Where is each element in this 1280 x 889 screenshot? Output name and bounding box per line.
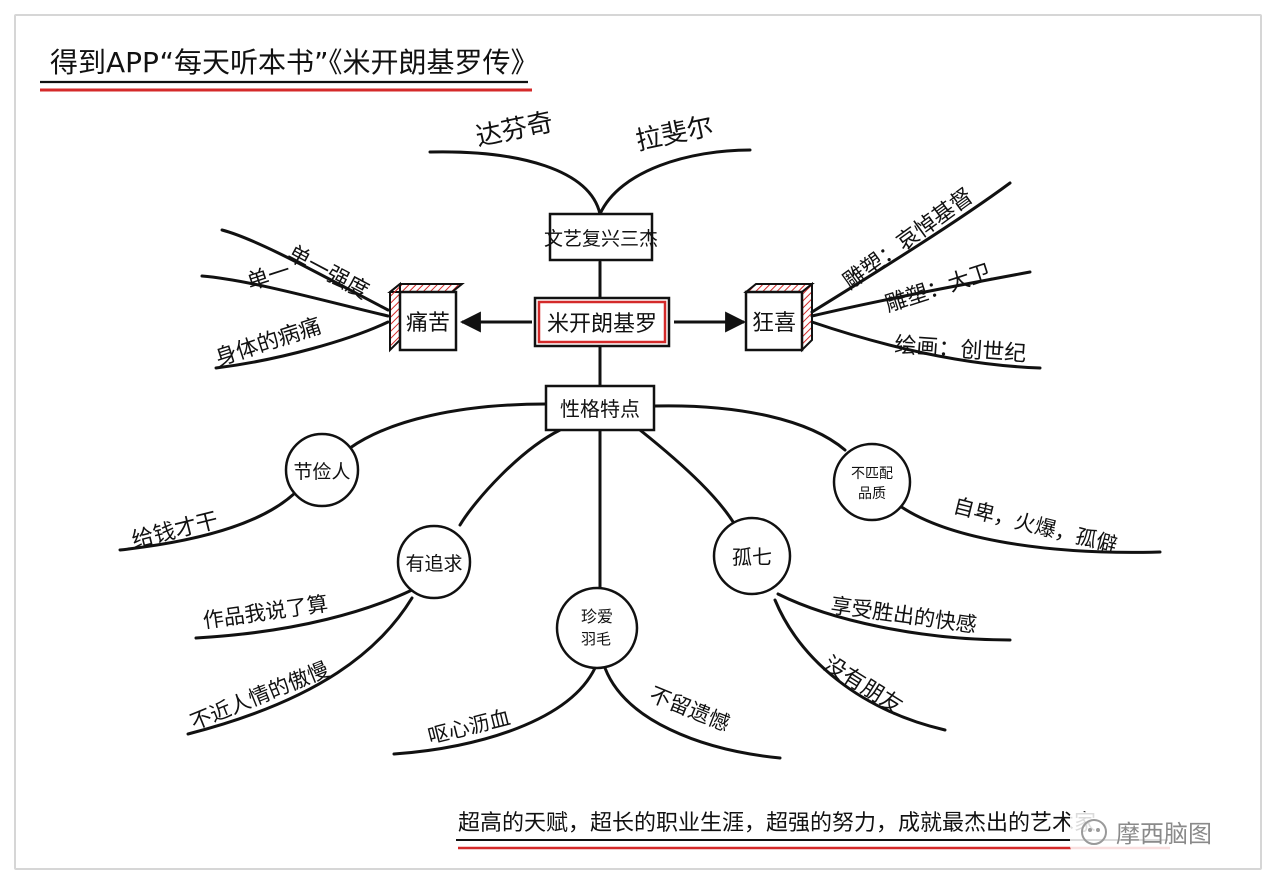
branch-lines xyxy=(118,148,1162,760)
trait-circle-3 xyxy=(712,516,792,596)
watermark-text: 摩西脑图 xyxy=(1116,820,1212,848)
left-item-2: 身体的病痛 xyxy=(212,314,324,372)
right-item-1: 雕塑：大卫 xyxy=(882,260,994,318)
bottom-branch-box xyxy=(544,384,656,432)
right-box-side-face xyxy=(801,281,813,353)
watermark: 摩西脑图 xyxy=(1070,812,1250,852)
right-branch-box xyxy=(744,290,804,352)
trait-label-4: 不匹配 xyxy=(851,466,893,482)
wechat-icon xyxy=(1081,819,1107,845)
bottom-branch-label: 性格特点 xyxy=(560,397,640,421)
trait-circle-2 xyxy=(555,586,639,670)
center-box-outer xyxy=(533,296,671,348)
trait-label-1: 有追求 xyxy=(405,553,462,575)
trait-label-3: 孤七 xyxy=(732,545,772,569)
right-branch-label: 狂喜 xyxy=(752,311,796,336)
title-text: 得到APP“每天听本书”《米开朗基罗传》 xyxy=(50,46,538,79)
left-branch-label: 痛苦 xyxy=(406,311,450,336)
trait-3-item-1: 没有朋友 xyxy=(819,652,907,720)
top-branch-box xyxy=(548,212,654,262)
trait-label-4-line2: 品质 xyxy=(858,486,886,502)
right-item-2: 绘画：创世纪 xyxy=(894,333,1027,367)
top-branch-label: 文艺复兴三杰 xyxy=(544,228,658,250)
trait-circle-4 xyxy=(832,442,912,522)
left-box-side-face xyxy=(389,281,401,353)
top-item-1: 拉斐尔 xyxy=(633,111,716,157)
center-box-inner xyxy=(537,300,667,344)
trait-circle-0 xyxy=(284,432,360,508)
top-item-0: 达芬奇 xyxy=(473,107,556,153)
trait-label-2-line2: 羽毛 xyxy=(581,630,611,648)
trait-1-item-1: 不近人情的傲慢 xyxy=(187,657,332,734)
summary-text: 超高的天赋，超长的职业生涯，超强的努力，成就最杰出的艺术家 xyxy=(458,811,1096,836)
trait-0-item-0: 给钱才干 xyxy=(129,508,220,554)
trait-label-2: 珍爱 xyxy=(581,607,613,626)
left-branch-box xyxy=(398,290,458,352)
trait-label-0: 节俭人 xyxy=(293,461,350,483)
trait-2-item-1: 不留遗憾 xyxy=(646,682,733,736)
trait-1-item-0: 作品我说了算 xyxy=(201,592,329,633)
center-label: 米开朗基罗 xyxy=(547,312,657,337)
trait-circle-1 xyxy=(396,524,472,600)
picture-frame xyxy=(14,14,1262,870)
